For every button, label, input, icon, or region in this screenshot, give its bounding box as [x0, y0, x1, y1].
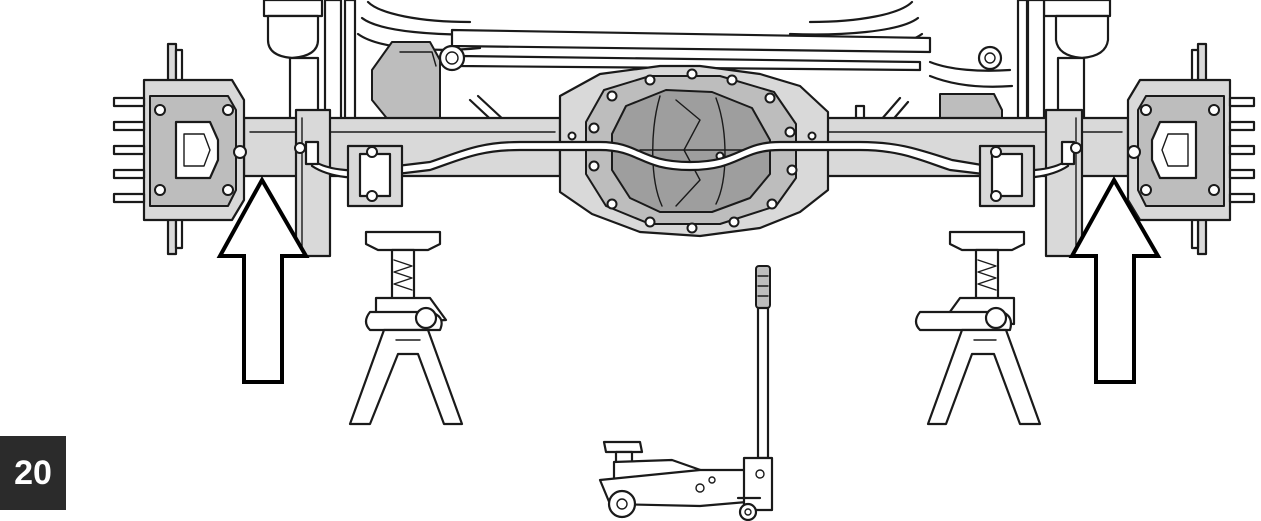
right-jack-stand — [914, 230, 1042, 426]
step-number-badge: 20 — [0, 436, 66, 510]
left-up-arrow-icon — [216, 175, 310, 384]
left-jack-stand — [348, 230, 464, 426]
right-brake-assembly — [1126, 42, 1256, 256]
sway-bar — [294, 140, 1082, 208]
upper-suspension — [262, 0, 1112, 139]
left-brake-assembly — [112, 42, 247, 256]
right-up-arrow-icon — [1068, 175, 1162, 384]
floor-jack — [598, 265, 774, 521]
differential-housing — [558, 64, 830, 238]
